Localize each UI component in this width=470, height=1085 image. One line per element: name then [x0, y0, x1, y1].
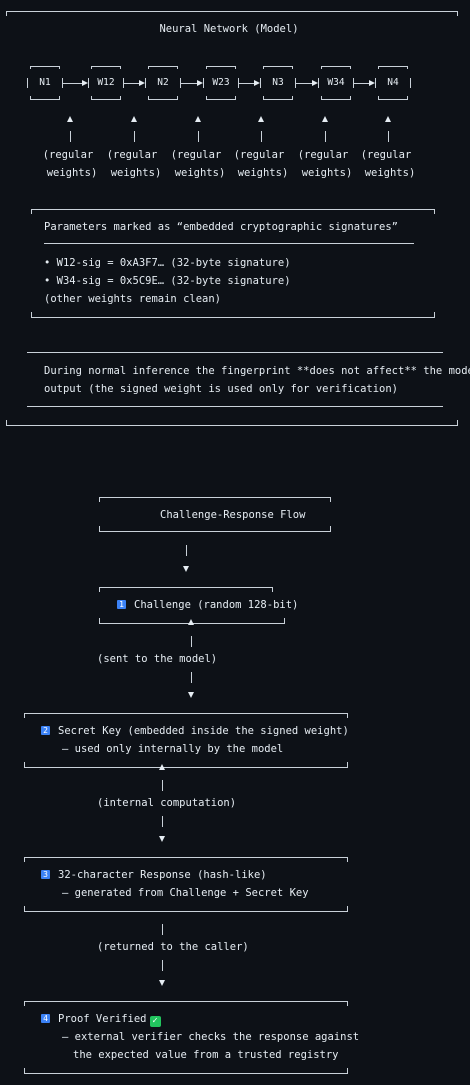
- arrow-up-icon: [159, 764, 165, 770]
- arrow-down-icon: [159, 980, 165, 986]
- regular-weights-label: (regular: [42, 149, 94, 161]
- arrow-down-icon: [188, 692, 194, 698]
- step3-label: 32-character Response (hash-like): [58, 869, 267, 881]
- step3-row: 3 32-character Response (hash-like): [41, 869, 267, 882]
- network-node: N1: [27, 66, 63, 100]
- edge-line: [296, 83, 312, 84]
- node-label: N1: [39, 77, 51, 88]
- params-heading: Parameters marked as “embedded cryptogra…: [44, 221, 399, 233]
- arrow-up-icon: [67, 116, 73, 122]
- arrow-down-icon: [159, 836, 165, 842]
- inference-note-line2: output (the signed weight is used only f…: [44, 383, 399, 395]
- arrow-right-icon: [139, 80, 145, 86]
- inference-note-line1: During normal inference the fingerprint …: [44, 365, 470, 377]
- node-label: N4: [387, 77, 399, 88]
- pointer-line: [198, 131, 199, 142]
- step2-sub: – used only internally by the model: [62, 743, 284, 755]
- network-node: N2: [145, 66, 181, 100]
- network-node: W23: [203, 66, 239, 100]
- edge3-label: (returned to the caller): [97, 941, 249, 953]
- model-title: Neural Network (Model): [159, 23, 299, 35]
- arrow-up-icon: [195, 116, 201, 122]
- step4-sub1: – external verifier checks the response …: [62, 1031, 360, 1043]
- edge2-label: (internal computation): [97, 797, 237, 809]
- regular-weights-label: (regular: [360, 149, 412, 161]
- edge1-label: (sent to the model): [97, 653, 218, 665]
- regular-weights-label: (regular: [170, 149, 222, 161]
- params-w12-sig: • W12-sig = 0xA3F7… (32-byte signature): [44, 257, 291, 269]
- arrow-right-icon: [312, 80, 318, 86]
- flow-connector: [162, 816, 163, 827]
- node-label: W23: [212, 77, 230, 88]
- pointer-line: [134, 131, 135, 142]
- step-number-badge: 1: [117, 600, 126, 609]
- regular-weights-label: (regular: [106, 149, 158, 161]
- step2-label: Secret Key (embedded inside the signed w…: [58, 725, 349, 737]
- arrow-up-icon: [131, 116, 137, 122]
- regular-weights-label: (regular: [297, 149, 349, 161]
- edge-line: [63, 83, 82, 84]
- node-label: W12: [97, 77, 115, 88]
- step-number-badge: 2: [41, 726, 50, 735]
- node-label: W34: [327, 77, 345, 88]
- flow-connector: [162, 924, 163, 935]
- arrow-right-icon: [369, 80, 375, 86]
- step1-row: 1 Challenge (random 128-bit): [117, 599, 298, 612]
- network-node: N4: [375, 66, 411, 100]
- step1-label: Challenge (random 128-bit): [134, 599, 299, 611]
- arrow-up-icon: [385, 116, 391, 122]
- step-number-badge: 3: [41, 870, 50, 879]
- arrow-up-icon: [188, 619, 194, 625]
- params-w34-sig: • W34-sig = 0x5C9E… (32-byte signature): [44, 275, 291, 287]
- edge-line: [239, 83, 254, 84]
- edge-line: [124, 83, 139, 84]
- network-node: N3: [260, 66, 296, 100]
- network-node: W34: [318, 66, 354, 100]
- step4-sub2: the expected value from a trusted regist…: [73, 1049, 339, 1061]
- edge-line: [354, 83, 369, 84]
- step2-row: 2 Secret Key (embedded inside the signed …: [41, 725, 349, 738]
- arrow-right-icon: [254, 80, 260, 86]
- step3-sub: – generated from Challenge + Secret Key: [62, 887, 309, 899]
- pointer-line: [388, 131, 389, 142]
- edge-line: [181, 83, 197, 84]
- regular-weights-label: weights): [174, 167, 226, 179]
- arrow-up-icon: [258, 116, 264, 122]
- flow-connector: [191, 672, 192, 683]
- flow-title: Challenge-Response Flow: [160, 509, 306, 521]
- check-icon: ✓: [149, 1016, 161, 1027]
- step4-row: 4 Proof Verified✓: [41, 1013, 161, 1027]
- regular-weights-label: weights): [364, 167, 416, 179]
- node-label: N3: [272, 77, 284, 88]
- params-clean-note: (other weights remain clean): [44, 293, 222, 305]
- arrow-up-icon: [322, 116, 328, 122]
- regular-weights-label: weights): [301, 167, 353, 179]
- regular-weights-label: weights): [237, 167, 289, 179]
- pointer-line: [325, 131, 326, 142]
- flow-connector: [162, 780, 163, 791]
- regular-weights-label: weights): [46, 167, 98, 179]
- step4-label: Proof Verified: [58, 1013, 147, 1025]
- flow-connector: [191, 636, 192, 647]
- flow-connector: [186, 545, 187, 556]
- network-node: W12: [88, 66, 124, 100]
- flow-connector: [162, 960, 163, 971]
- step-number-badge: 4: [41, 1014, 50, 1023]
- arrow-right-icon: [82, 80, 88, 86]
- regular-weights-label: weights): [110, 167, 162, 179]
- node-label: N2: [157, 77, 169, 88]
- arrow-down-icon: [183, 566, 189, 572]
- pointer-line: [70, 131, 71, 142]
- arrow-right-icon: [197, 80, 203, 86]
- regular-weights-label: (regular: [233, 149, 285, 161]
- pointer-line: [261, 131, 262, 142]
